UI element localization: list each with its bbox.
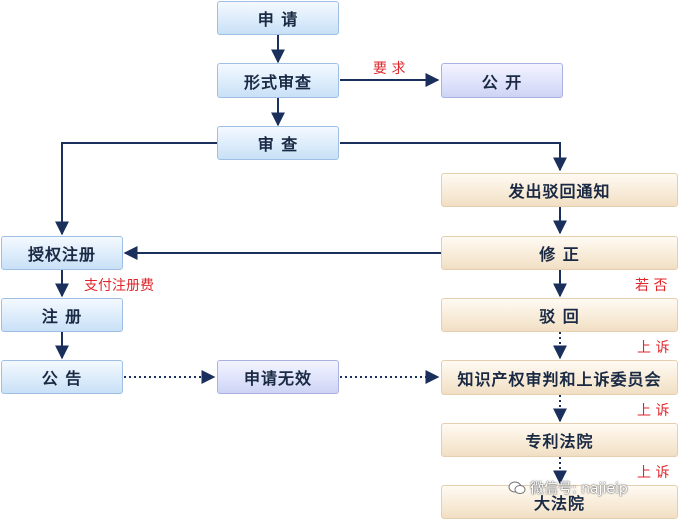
node-patent-court: 专利法院 xyxy=(441,423,678,457)
label-appeal-3: 上 诉 xyxy=(637,465,670,481)
label-pay-fee: 支付注册费 xyxy=(84,278,154,294)
node-publish: 公 开 xyxy=(441,63,563,98)
node-announce: 公 告 xyxy=(1,360,123,394)
node-office-action: 发出驳回通知 xyxy=(441,173,678,207)
label-if-not: 若 否 xyxy=(635,278,668,294)
wechat-icon xyxy=(508,481,526,495)
watermark-text: 微信号: najieip xyxy=(530,481,628,497)
node-ip-board: 知识产权审判和上诉委员会 xyxy=(441,360,678,395)
label-request: 要 求 xyxy=(373,61,406,77)
node-formal-exam: 形式审查 xyxy=(217,63,339,98)
node-grant-register: 授权注册 xyxy=(1,236,123,270)
node-reject: 驳 回 xyxy=(441,298,678,332)
node-supreme-court: 大法院 xyxy=(441,485,678,519)
arrow-exam-to-grant xyxy=(55,142,217,236)
node-register: 注 册 xyxy=(1,298,123,332)
watermark: 微信号: najieip xyxy=(508,478,628,498)
arrow-exam-to-office-action xyxy=(340,142,567,172)
node-exam: 审 查 xyxy=(217,126,339,160)
node-invalid: 申请无效 xyxy=(217,360,339,394)
label-appeal-2: 上 诉 xyxy=(637,403,670,419)
node-amend: 修 正 xyxy=(441,236,678,270)
node-apply: 申 请 xyxy=(217,1,339,35)
label-appeal-1: 上 诉 xyxy=(637,340,670,356)
